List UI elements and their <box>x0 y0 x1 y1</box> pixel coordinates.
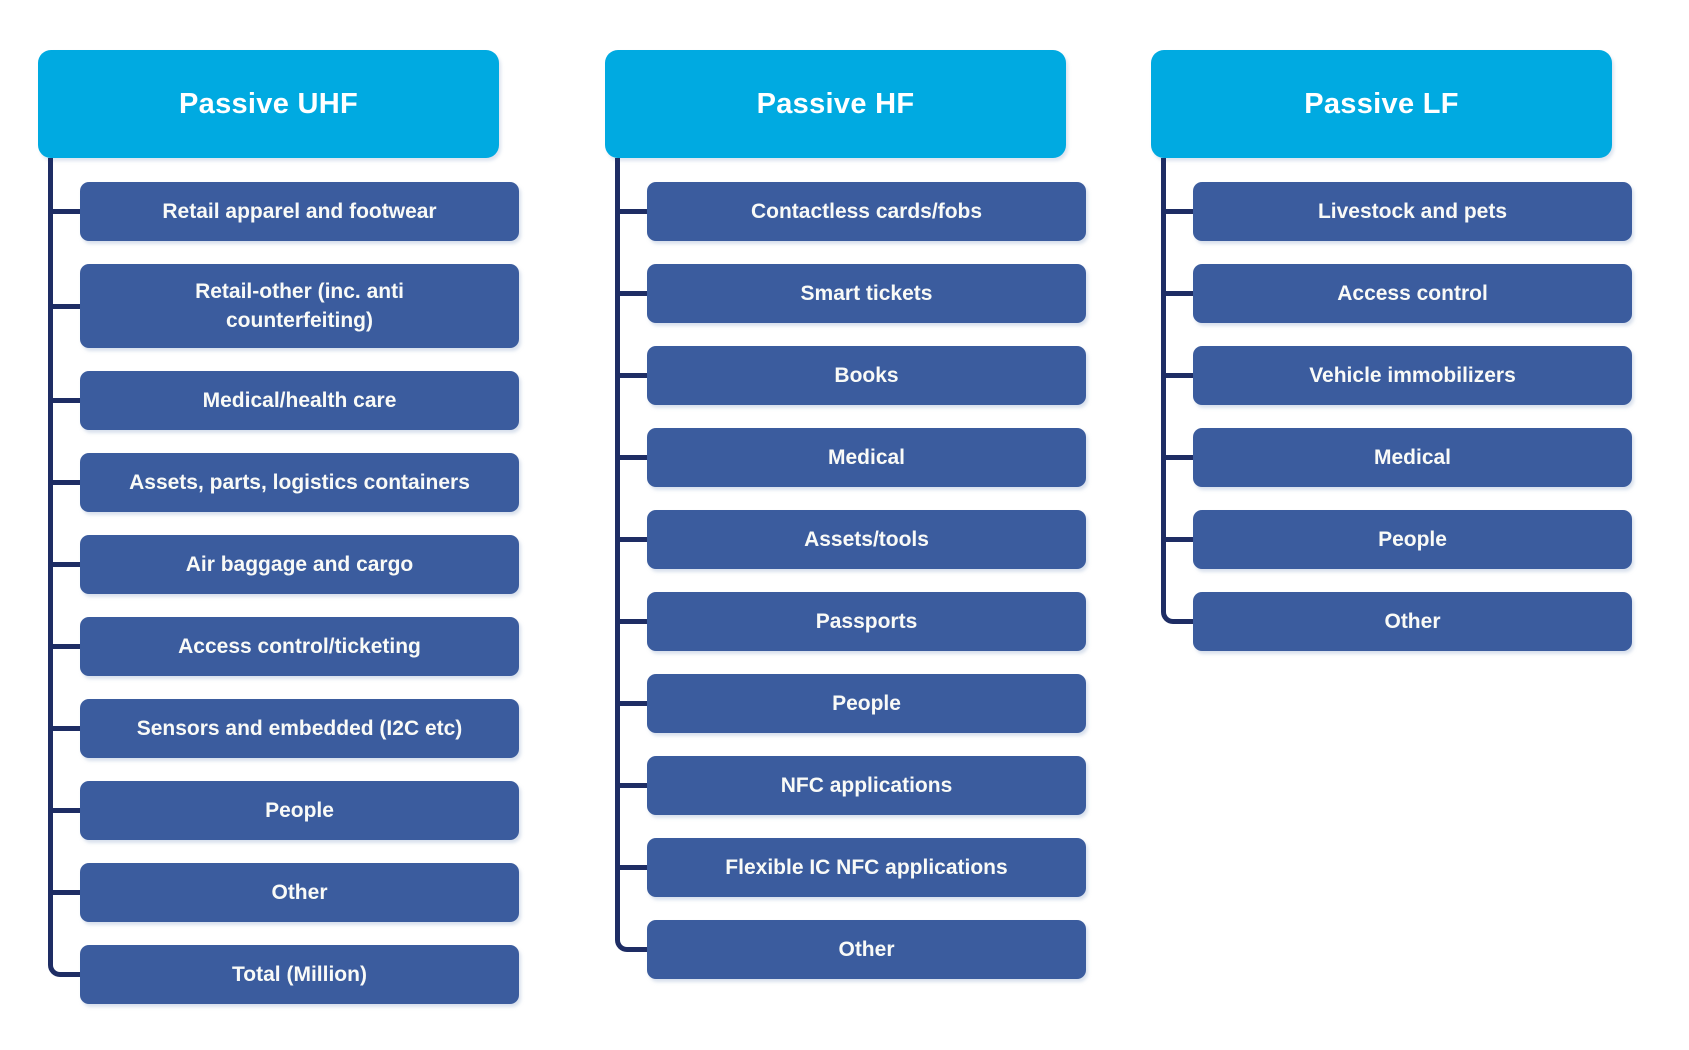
column-header-passive-uhf: Passive UHF <box>38 50 499 158</box>
category-node: Total (Million) <box>48 945 519 1004</box>
category-label: Other <box>838 937 895 961</box>
category-node: Sensors and embedded (I2C etc) <box>48 699 519 758</box>
connector-trunk <box>615 158 620 934</box>
category-node: Livestock and pets <box>1161 182 1632 241</box>
category-label: Total (Million) <box>232 962 367 986</box>
connector-trunk <box>48 158 53 959</box>
column-passive-lf: Passive LF Livestock and pets Access con… <box>1151 50 1632 651</box>
category-node: Books <box>615 346 1086 405</box>
category-label: Vehicle immobilizers <box>1309 363 1516 387</box>
category-label: Sensors and embedded (I2C etc) <box>136 716 463 740</box>
category-node: Retail-other (inc. anti counterfeiting) <box>48 264 519 348</box>
category-label: Medical <box>1373 445 1452 469</box>
category-label: Passports <box>815 609 918 633</box>
column-header-label: Passive HF <box>756 87 915 120</box>
category-node: People <box>48 781 519 840</box>
category-label: Other <box>1384 609 1441 633</box>
category-node: Passports <box>615 592 1086 651</box>
category-node: NFC applications <box>615 756 1086 815</box>
category-node: Other <box>1161 592 1632 651</box>
category-label: Flexible IC NFC applications <box>725 855 1008 879</box>
column-passive-hf: Passive HF Contactless cards/fobs Smart … <box>605 50 1086 979</box>
column-passive-uhf: Passive UHF Retail apparel and footwear … <box>38 50 519 1004</box>
category-label: People <box>265 798 334 822</box>
category-node: Other <box>615 920 1086 979</box>
category-label: Access control <box>1337 281 1488 305</box>
category-node: People <box>615 674 1086 733</box>
category-label: Contactless cards/fobs <box>750 199 983 223</box>
category-label: People <box>832 691 901 715</box>
category-node: Medical <box>615 428 1086 487</box>
category-label: Retail apparel and footwear <box>162 199 437 223</box>
category-node: Smart tickets <box>615 264 1086 323</box>
category-node: Other <box>48 863 519 922</box>
category-node: Assets/tools <box>615 510 1086 569</box>
category-label: NFC applications <box>780 773 953 797</box>
column-header-passive-hf: Passive HF <box>605 50 1066 158</box>
column-header-label: Passive LF <box>1304 87 1459 120</box>
category-label: Other <box>271 880 328 904</box>
category-node: Retail apparel and footwear <box>48 182 519 241</box>
category-node: Access control/ticketing <box>48 617 519 676</box>
category-label: Air baggage and cargo <box>185 552 414 576</box>
category-node: Air baggage and cargo <box>48 535 519 594</box>
category-node: Access control <box>1161 264 1632 323</box>
column-children-passive-uhf: Retail apparel and footwear Retail-other… <box>48 158 519 1004</box>
category-label: Books <box>834 363 899 387</box>
category-node: Assets, parts, logistics containers <box>48 453 519 512</box>
category-label: Medical/health care <box>202 388 397 412</box>
category-label: Retail-other (inc. anti counterfeiting) <box>195 279 404 332</box>
category-label: Smart tickets <box>800 281 933 305</box>
category-label: Medical <box>827 445 906 469</box>
category-label: Livestock and pets <box>1317 199 1508 223</box>
category-node: Vehicle immobilizers <box>1161 346 1632 405</box>
category-node: Flexible IC NFC applications <box>615 838 1086 897</box>
category-node: Medical <box>1161 428 1632 487</box>
category-node: People <box>1161 510 1632 569</box>
column-header-label: Passive UHF <box>179 87 358 120</box>
category-label: Assets, parts, logistics containers <box>129 470 470 494</box>
category-label: Access control/ticketing <box>178 634 421 658</box>
category-label: Assets/tools <box>804 527 929 551</box>
category-node: Medical/health care <box>48 371 519 430</box>
connector-trunk <box>1161 158 1166 606</box>
column-children-passive-hf: Contactless cards/fobs Smart tickets Boo… <box>615 158 1086 979</box>
column-header-passive-lf: Passive LF <box>1151 50 1612 158</box>
category-node: Contactless cards/fobs <box>615 182 1086 241</box>
column-children-passive-lf: Livestock and pets Access control Vehicl… <box>1161 158 1632 651</box>
category-label: People <box>1378 527 1447 551</box>
